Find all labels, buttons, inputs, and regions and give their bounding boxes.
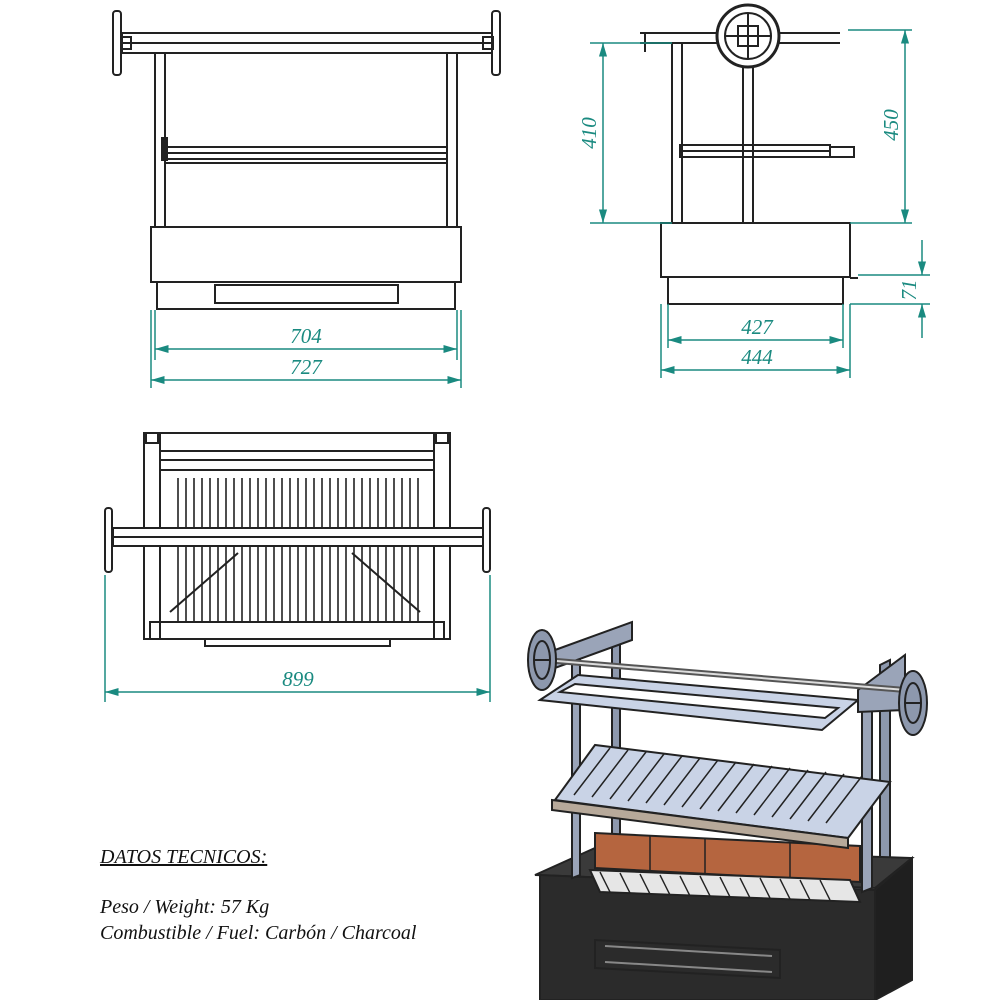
dim-label-899: 899 xyxy=(282,667,314,691)
top-view-slats xyxy=(177,478,419,622)
dim-label-71: 71 xyxy=(897,280,921,301)
left-handwheel xyxy=(527,629,557,691)
dim-label-427: 427 xyxy=(741,315,774,339)
dim-label-444: 444 xyxy=(741,345,773,369)
ash-drawer xyxy=(594,938,781,980)
side-wheel xyxy=(715,3,781,69)
front-view xyxy=(112,10,501,310)
dimension-lines xyxy=(104,29,930,702)
dim-label-727: 727 xyxy=(290,355,323,379)
perspective-illustration xyxy=(527,620,928,1000)
specs-title: DATOS TECNICOS: xyxy=(100,846,268,868)
specs-fuel: Combustible / Fuel: Carbón / Charcoal xyxy=(100,922,417,944)
firebrick-wall xyxy=(594,831,861,884)
dim-label-704: 704 xyxy=(290,324,322,348)
top-view xyxy=(104,432,491,647)
right-handwheel xyxy=(898,670,928,736)
dim-label-410: 410 xyxy=(577,117,601,149)
side-view xyxy=(640,3,858,305)
front-left-wheel xyxy=(112,10,122,76)
dim-label-450: 450 xyxy=(879,109,903,141)
specs-weight: Peso / Weight: 57 Kg xyxy=(100,896,270,918)
